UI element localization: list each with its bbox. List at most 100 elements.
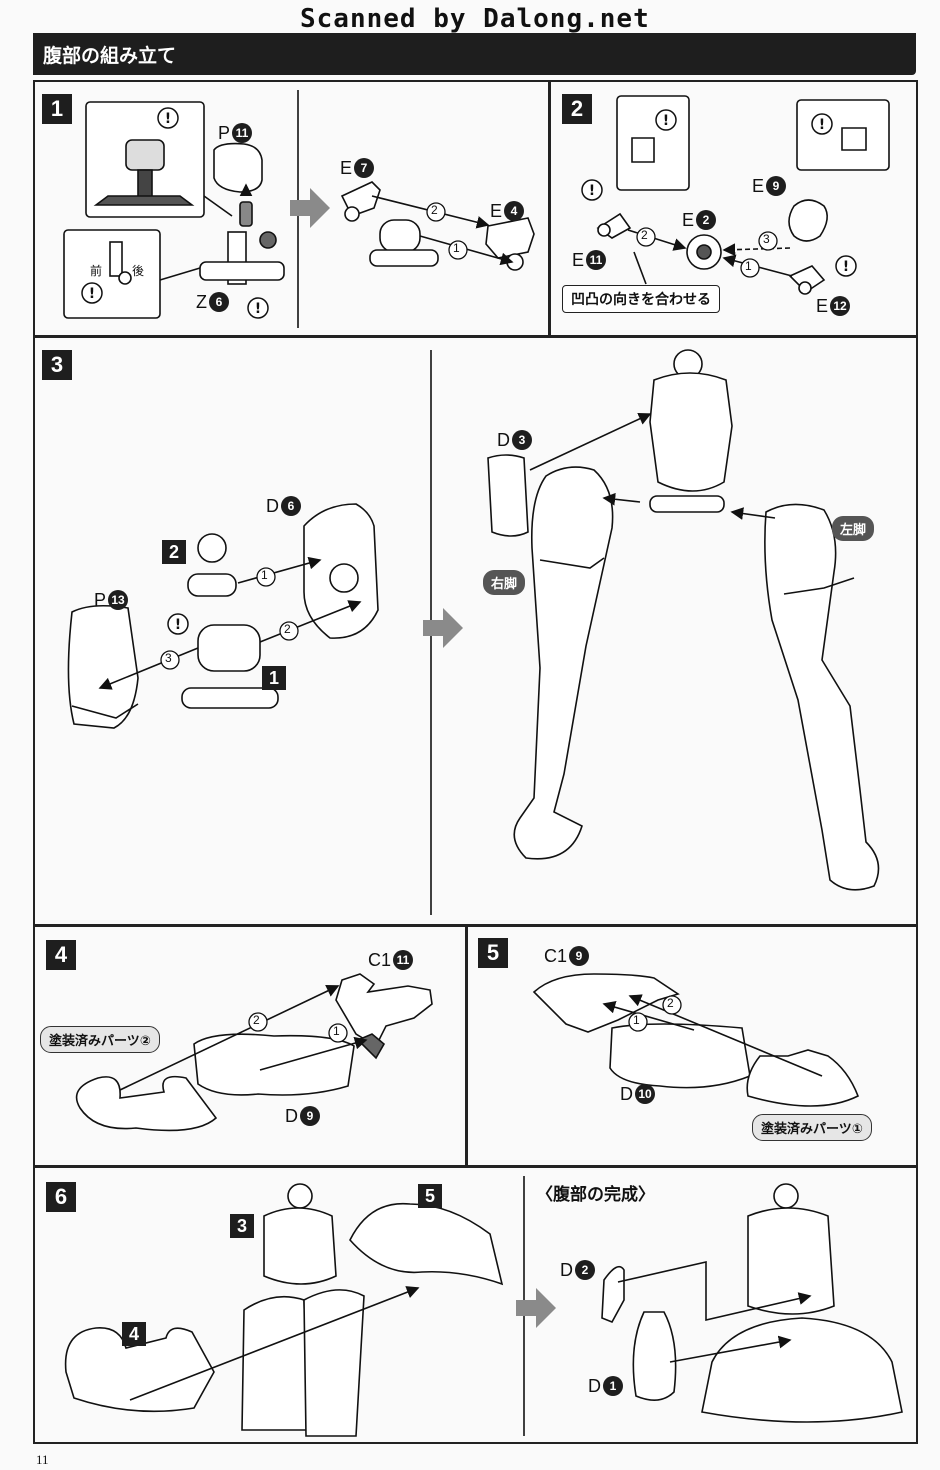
svg-text:!: ! [663,113,669,129]
order-number: 2 [284,622,291,636]
orientation-back-label: 後 [132,264,145,278]
caution-icon [167,613,189,635]
sub-step-reference: 3 [230,1214,254,1238]
part-letter: P [94,590,107,610]
part-number: 6 [209,292,229,312]
part-letter: D [620,1084,633,1104]
caution-icon [811,113,833,135]
order-number: 3 [165,651,172,665]
proceed-arrow [516,1288,556,1328]
part-letter: D [560,1260,573,1280]
part-letter: E [752,176,765,196]
part-letter: D [588,1376,601,1396]
sub-step-reference: 1 [262,666,286,690]
part-number: 11 [232,123,253,143]
order-number: 2 [667,996,674,1010]
caution-icon [655,109,677,131]
painted-parts-tag: 塗装済みパーツ① [752,1114,872,1141]
order-number: 1 [333,1024,340,1038]
svg-text:!: ! [819,117,825,133]
part-letter: P [218,123,231,143]
alignment-note: 凹凸の向きを合わせる [562,285,720,313]
part-number: 12 [830,296,851,316]
completion-heading: 〈腹部の完成〉 [536,1185,655,1205]
caution-icon [581,179,603,201]
sub-step-reference: 5 [418,1184,442,1208]
step-number: 1 [42,94,72,124]
part-letter: E [340,158,353,178]
caution-icon [835,255,857,277]
page-number: 11 [36,1452,49,1467]
step-number: 2 [562,94,592,124]
order-number: 2 [641,228,648,242]
part-number: 1 [603,1376,623,1396]
part-letter: E [682,210,695,230]
svg-text:!: ! [175,617,181,633]
scanner-watermark: Scanned by Dalong.net [300,4,650,34]
part-letter: D [285,1106,298,1126]
step-number: 5 [478,938,508,968]
part-number: 9 [300,1106,320,1126]
section-title: 腹部の組み立て [43,45,177,67]
part-number: 6 [281,496,301,516]
proceed-arrow [423,608,463,648]
part-letter: D [266,496,279,516]
caution-icon [157,107,179,129]
caution-icon [81,282,103,304]
part-number: 3 [512,430,532,450]
order-number: 1 [745,259,752,273]
part-letter: C1 [368,950,392,970]
part-number: 11 [586,250,607,270]
step-number: 6 [46,1182,76,1212]
svg-text:!: ! [255,301,261,317]
part-number: 11 [393,950,414,970]
part-number: 10 [635,1084,655,1104]
part-letter: E [490,201,503,221]
order-number: 3 [763,232,770,246]
svg-text:!: ! [589,183,595,199]
sub-step-reference: 2 [162,540,186,564]
section-title-bar: 腹部の組み立て [33,33,916,75]
svg-text:!: ! [165,111,171,127]
part-number: 2 [696,210,717,230]
part-number: 2 [575,1260,595,1280]
left-leg-tag: 左脚 [832,516,875,541]
part-number: 9 [569,946,590,966]
part-number: 4 [504,201,525,221]
order-number: 1 [453,241,460,255]
part-letter: E [816,296,829,316]
order-number: 1 [633,1013,640,1027]
caution-icon [247,297,269,319]
right-leg-tag: 右脚 [483,570,526,595]
proceed-arrow [290,188,330,228]
orientation-front-label: 前 [90,264,103,278]
part-letter: Z [196,292,207,312]
svg-text:!: ! [843,259,849,275]
part-letter: D [497,430,510,450]
svg-text:!: ! [89,286,95,302]
part-letter: C1 [544,946,568,966]
part-number: 7 [354,158,375,178]
part-number: 13 [108,590,129,610]
order-number: 1 [261,568,268,582]
painted-parts-tag: 塗装済みパーツ② [40,1026,160,1053]
step-number: 3 [42,350,72,380]
order-number: 2 [431,203,438,217]
